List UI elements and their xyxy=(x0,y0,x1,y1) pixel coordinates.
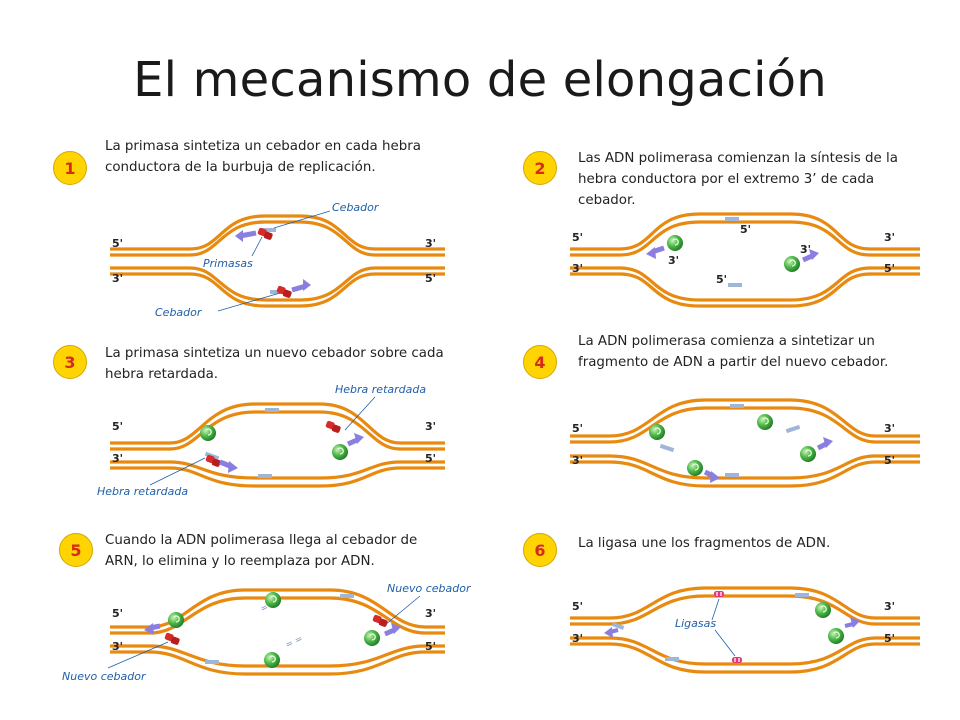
end-label: 3' xyxy=(800,243,811,256)
end-label: 3' xyxy=(112,640,123,653)
end-label: 3' xyxy=(884,422,895,435)
end-label: 5' xyxy=(425,272,436,285)
svg-text:= =: = = xyxy=(284,634,304,651)
end-label: 3' xyxy=(425,420,436,433)
bubble-step-4 xyxy=(570,398,920,488)
step-3-badge: 3 xyxy=(53,345,87,379)
bubble-step-3 xyxy=(110,396,445,488)
end-label: 5' xyxy=(112,420,123,433)
step-4-text: La ADN polimerasa comienza a sintetizar … xyxy=(578,334,889,370)
label-cebador-top: Cebador xyxy=(332,201,379,214)
page-title: El mecanismo de elongación xyxy=(133,52,827,108)
end-label: 5' xyxy=(740,223,751,236)
end-label: 3' xyxy=(884,600,895,613)
step-1-text: La primasa sintetiza un cebador en cada … xyxy=(105,139,421,175)
bubble-step-5: = = = = xyxy=(107,588,445,676)
bubble-step-1 xyxy=(110,210,445,312)
end-label: 3' xyxy=(425,237,436,250)
end-label: 3' xyxy=(884,231,895,244)
step-3-text: La primasa sintetiza un nuevo cebador so… xyxy=(105,346,444,382)
end-label: 3' xyxy=(572,632,583,645)
end-label: 5' xyxy=(425,452,436,465)
label-nuevo-cebador-bottom: Nuevo cebador xyxy=(62,670,146,683)
step-2-badge: 2 xyxy=(523,151,557,185)
end-label: 5' xyxy=(716,273,727,286)
bubble-step-6 xyxy=(570,586,920,674)
step-1-badge: 1 xyxy=(53,151,87,185)
bubble-step-2 xyxy=(570,212,920,308)
step-6-text: La ligasa une los fragmentos de ADN. xyxy=(578,536,831,551)
label-hebra-retardada-bottom: Hebra retardada xyxy=(97,485,189,498)
label-nuevo-cebador-top: Nuevo cebador xyxy=(387,582,471,595)
end-label: 3' xyxy=(112,272,123,285)
end-label: 5' xyxy=(572,422,583,435)
end-label: 3' xyxy=(668,254,679,267)
step-5-badge: 5 xyxy=(59,533,93,567)
label-hebra-retardada-top: Hebra retardada xyxy=(335,383,427,396)
label-primasas: Primasas xyxy=(203,257,253,270)
end-label: 5' xyxy=(572,600,583,613)
end-label: 5' xyxy=(112,237,123,250)
step-2-text: Las ADN polimerasa comienzan la síntesis… xyxy=(578,151,898,208)
end-labels: 5' 3' 3' 5' 5' 3' 3' 5' 5' 3' 3' 5' 5' 3… xyxy=(112,223,895,653)
label-ligasas: Ligasas xyxy=(675,617,717,630)
end-label: 5' xyxy=(884,632,895,645)
end-label: 3' xyxy=(112,452,123,465)
end-label: 5' xyxy=(425,640,436,653)
end-label: 3' xyxy=(572,454,583,467)
step-6-badge: 6 xyxy=(523,533,557,567)
end-label: 3' xyxy=(572,262,583,275)
end-label: 5' xyxy=(112,607,123,620)
end-label: 5' xyxy=(572,231,583,244)
step-4-badge: 4 xyxy=(523,345,557,379)
end-label: 5' xyxy=(884,454,895,467)
end-label: 3' xyxy=(425,607,436,620)
step-5-text: Cuando la ADN polimerasa llega al cebado… xyxy=(105,533,418,569)
end-label: 5' xyxy=(884,262,895,275)
label-cebador-bottom: Cebador xyxy=(155,306,202,319)
